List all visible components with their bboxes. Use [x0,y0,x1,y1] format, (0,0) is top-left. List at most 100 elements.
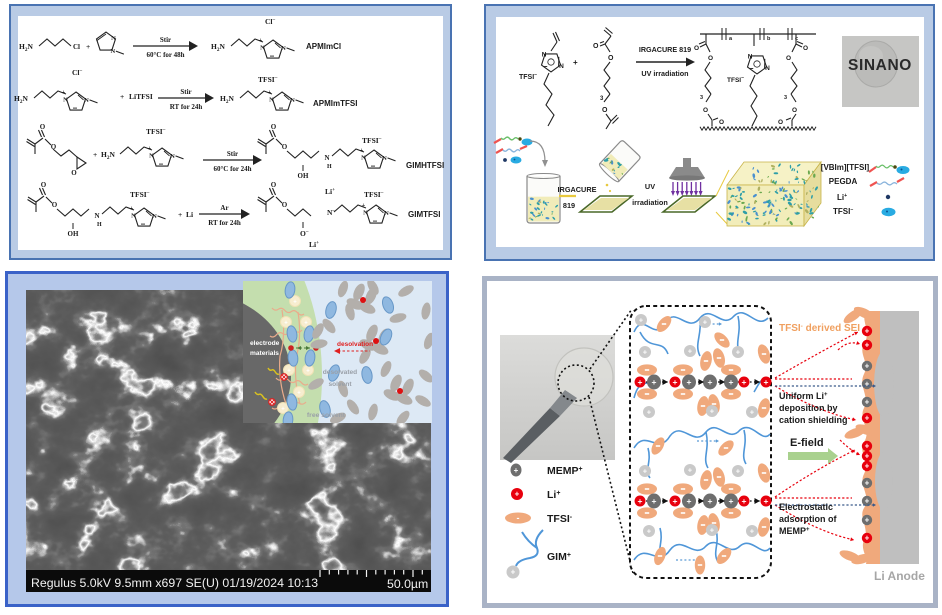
svg-text:+: + [865,398,870,407]
svg-text:+: + [647,408,652,417]
svg-text:Stir: Stir [180,88,191,96]
svg-text:O: O [282,201,288,209]
svg-text:60°C for 24h: 60°C for 24h [213,165,251,173]
svg-text:O: O [703,107,708,114]
svg-text:+: + [865,442,870,451]
svg-text:+: + [643,348,648,357]
svg-text:O–: O– [300,229,309,238]
svg-text:+: + [573,58,578,67]
svg-text:H2N: H2N [220,94,234,105]
svg-text:deposition by: deposition by [779,403,838,413]
svg-text:+: + [268,89,272,96]
svg-text:UV irradiation: UV irradiation [641,69,688,78]
svg-text:O: O [694,45,699,52]
svg-text:N: N [269,96,274,103]
svg-text:solvent: solvent [328,381,352,388]
svg-text:O: O [271,181,277,189]
svg-text:Regulus 5.0kV 9.5mm x697 SE(U): Regulus 5.0kV 9.5mm x697 SE(U) 01/19/202… [31,576,318,590]
svg-text:+: + [865,327,870,336]
svg-text:free solvent: free solvent [307,412,346,419]
svg-text:+: + [259,37,263,44]
svg-text:N: N [260,44,265,51]
svg-text:desolvation: desolvation [337,341,373,348]
svg-text:OH: OH [68,230,79,238]
svg-text:+: + [750,527,755,536]
svg-text:+: + [638,496,643,506]
svg-text:IRGACURE: IRGACURE [558,185,597,194]
svg-text:-: - [517,513,520,523]
svg-text:N: N [281,45,286,52]
svg-text:TFSI–: TFSI– [727,75,744,84]
svg-text:SINANO: SINANO [848,57,912,74]
svg-text:Li: Li [186,210,193,219]
svg-text:+: + [120,92,124,101]
svg-text:Stir: Stir [160,36,171,44]
svg-text:H2N: H2N [14,94,28,105]
svg-text:irradiation: irradiation [632,198,668,207]
svg-text:N: N [152,213,157,220]
svg-text:3: 3 [700,95,703,101]
svg-text:+: + [178,210,182,219]
svg-text:+: + [688,466,693,475]
svg-text:N–: N– [327,208,335,217]
svg-text:+: + [86,42,90,51]
svg-text:+: + [688,347,693,356]
svg-text:+: + [62,89,66,96]
svg-text:+: + [304,321,308,327]
svg-text:Li+: Li+ [837,193,847,202]
svg-text:+: + [703,318,708,327]
svg-text:Li+: Li+ [325,187,335,196]
svg-text:+: + [865,497,870,506]
svg-text:+: + [362,202,366,209]
svg-text:+: + [865,516,870,525]
svg-text:3: 3 [600,96,604,102]
svg-text:819: 819 [563,201,575,210]
svg-text:adsorption of: adsorption of [779,514,837,524]
svg-text:+: + [687,377,692,387]
svg-text:N: N [63,96,68,103]
svg-text:+: + [93,150,97,159]
svg-text:TFSI–: TFSI– [146,127,166,136]
svg-text:60°C for 48h: 60°C for 48h [146,51,184,59]
svg-text:TFSI–: TFSI– [833,207,853,216]
svg-text:+: + [729,496,734,506]
svg-text:+: + [750,408,755,417]
svg-text:+: + [652,377,657,387]
svg-text:N: N [290,97,295,104]
svg-text:O: O [271,123,277,131]
svg-text:LiTFSI: LiTFSI [129,92,153,101]
svg-text:TFSI- derived SEI: TFSI- derived SEI [779,323,860,334]
svg-text:N: N [384,210,389,217]
svg-text:TFSI–: TFSI– [364,190,384,199]
svg-text:cation shielding: cation shielding [779,415,848,425]
svg-text:H2N: H2N [101,150,115,161]
svg-text:O: O [71,169,77,177]
svg-text:N: N [111,35,116,42]
svg-text:+: + [511,568,516,577]
svg-text:+: + [865,479,870,488]
svg-text:+: + [729,377,734,387]
svg-text:+: + [652,496,657,506]
svg-text:MEMP+: MEMP+ [547,465,583,477]
svg-text:3: 3 [784,95,787,101]
svg-text:O: O [52,201,58,209]
svg-text:N: N [324,154,329,162]
svg-text:+: + [687,496,692,506]
svg-text:+: + [865,341,870,350]
svg-text:RT for 24h: RT for 24h [170,103,203,111]
svg-text:+: + [647,527,652,536]
svg-text:N: N [94,212,99,220]
svg-text:MEMP+: MEMP+ [779,526,810,536]
svg-text:O: O [708,55,713,62]
svg-text:+: + [865,362,870,371]
svg-text:+: + [742,496,747,506]
svg-text:N: N [363,209,368,216]
svg-text:+: + [360,147,364,154]
svg-text:+: + [865,534,870,543]
svg-text:APMImTFSI: APMImTFSI [313,99,357,108]
svg-text:Cl–: Cl– [265,17,276,26]
svg-text:O: O [803,45,808,52]
svg-text:Electrostatic: Electrostatic [779,502,833,512]
svg-text:+: + [710,407,715,416]
svg-text:O: O [786,55,791,62]
